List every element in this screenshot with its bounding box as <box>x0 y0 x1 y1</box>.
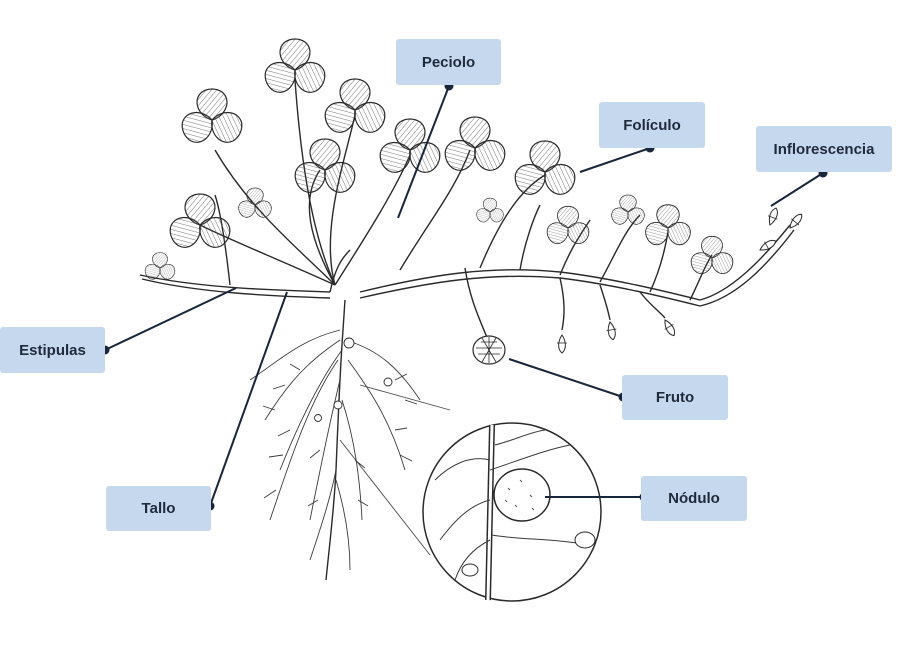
label-tallo: Tallo <box>106 486 211 531</box>
roots <box>249 329 421 571</box>
zoom-lines <box>339 384 451 556</box>
label-peciolo: Peciolo <box>396 39 501 85</box>
fruit-head <box>472 335 506 365</box>
label-estipulas: Estipulas <box>0 327 105 373</box>
label-inflorescencia: Inflorescencia <box>756 126 892 172</box>
label-fruto: Fruto <box>622 375 728 420</box>
label-foliculo: Folículo <box>599 102 705 148</box>
leader-lines <box>104 85 824 507</box>
label-nodulo: Nódulo <box>641 476 747 521</box>
magnified-nodule-view <box>422 422 602 602</box>
